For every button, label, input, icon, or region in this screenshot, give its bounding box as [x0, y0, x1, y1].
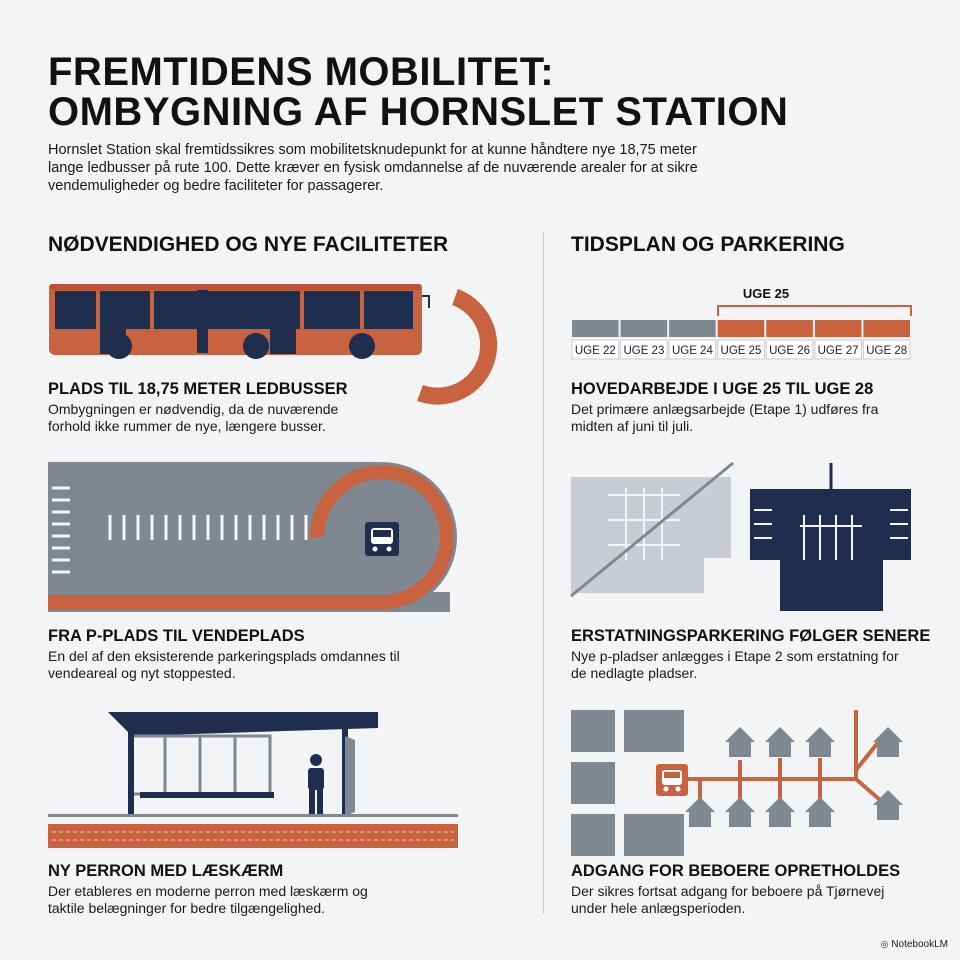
- title-line-1: FREMTIDENS MOBILITET:: [48, 50, 555, 94]
- intro-text: Hornslet Station skal fremtidssikres som…: [48, 142, 698, 194]
- timeline-week-label-box: [571, 339, 620, 360]
- timeline-week-bar: [572, 320, 619, 337]
- timeline-week-label-box: [814, 339, 863, 360]
- item-desc-adgang-beboere: Der sikres fortsat adgang for beboere på…: [571, 883, 885, 916]
- timeline-week-bar: [717, 320, 765, 337]
- timeline-week-bar: [669, 320, 716, 337]
- column-divider: [543, 232, 544, 914]
- timeline-week-label: UGE 23: [623, 345, 664, 357]
- title-line-2: OMBYGNING AF HORNSLET STATION: [48, 90, 789, 134]
- timeline-week-label-box: [717, 339, 765, 360]
- timeline-week-label: UGE 27: [818, 345, 859, 357]
- timeline-marker-label: UGE 25: [743, 286, 789, 301]
- item-desc-vendeplads: En del af den eksisterende parkeringspla…: [48, 648, 400, 681]
- item-title-erstatningsparkering: ERSTATNINGSPARKERING FØLGER SENERE: [571, 627, 931, 645]
- item-desc-ledbusser: Ombygningen er nødvendig, da de nuværend…: [48, 401, 339, 434]
- timeline-week-bar: [863, 320, 910, 337]
- timeline-week-label: UGE 28: [866, 345, 907, 357]
- item-desc-perron: Der etableres en moderne perron med læsk…: [48, 883, 368, 916]
- timeline-week-bar: [766, 320, 813, 337]
- item-title-vendeplads: FRA P-PLADS TIL VENDEPLADS: [48, 627, 305, 645]
- timeline-week-bar: [814, 320, 862, 337]
- item-title-hovedarbejde: HOVEDARBEJDE I UGE 25 TIL UGE 28: [571, 380, 874, 398]
- timeline-week-label-box: [862, 339, 911, 360]
- item-desc-erstatningsparkering: Nye p-pladser anlægges i Etape 2 som ers…: [571, 648, 899, 681]
- left-section-heading: NØDVENDIGHED OG NYE FACILITETER: [48, 233, 449, 256]
- page-title: FREMTIDENS MOBILITET: OMBYGNING AF HORNS…: [48, 52, 908, 132]
- item-title-adgang-beboere: ADGANG FOR BEBOERE OPRETHOLDES: [571, 862, 901, 880]
- timeline-week-label-box: [668, 339, 717, 360]
- notebooklm-logo-icon: ◎: [880, 939, 889, 949]
- timeline-week-label: UGE 25: [721, 345, 762, 357]
- item-title-perron: NY PERRON MED LÆSKÆRM: [48, 862, 284, 880]
- timeline-week-label: UGE 26: [769, 345, 810, 357]
- timeline-week-label: UGE 22: [575, 345, 616, 357]
- item-title-ledbusser: PLADS TIL 18,75 METER LEDBUSSER: [48, 380, 348, 398]
- timeline-week-label-box: [765, 339, 814, 360]
- watermark: ◎NotebookLM: [880, 939, 948, 950]
- timeline-week-label: UGE 24: [672, 345, 714, 357]
- timeline-week-bar: [620, 320, 668, 337]
- timeline-week-label-box: [620, 339, 668, 360]
- item-desc-hovedarbejde: Det primære anlægsarbejde (Etape 1) udfø…: [571, 401, 879, 434]
- right-section-heading: TIDSPLAN OG PARKERING: [571, 233, 845, 256]
- watermark-text: NotebookLM: [891, 939, 948, 950]
